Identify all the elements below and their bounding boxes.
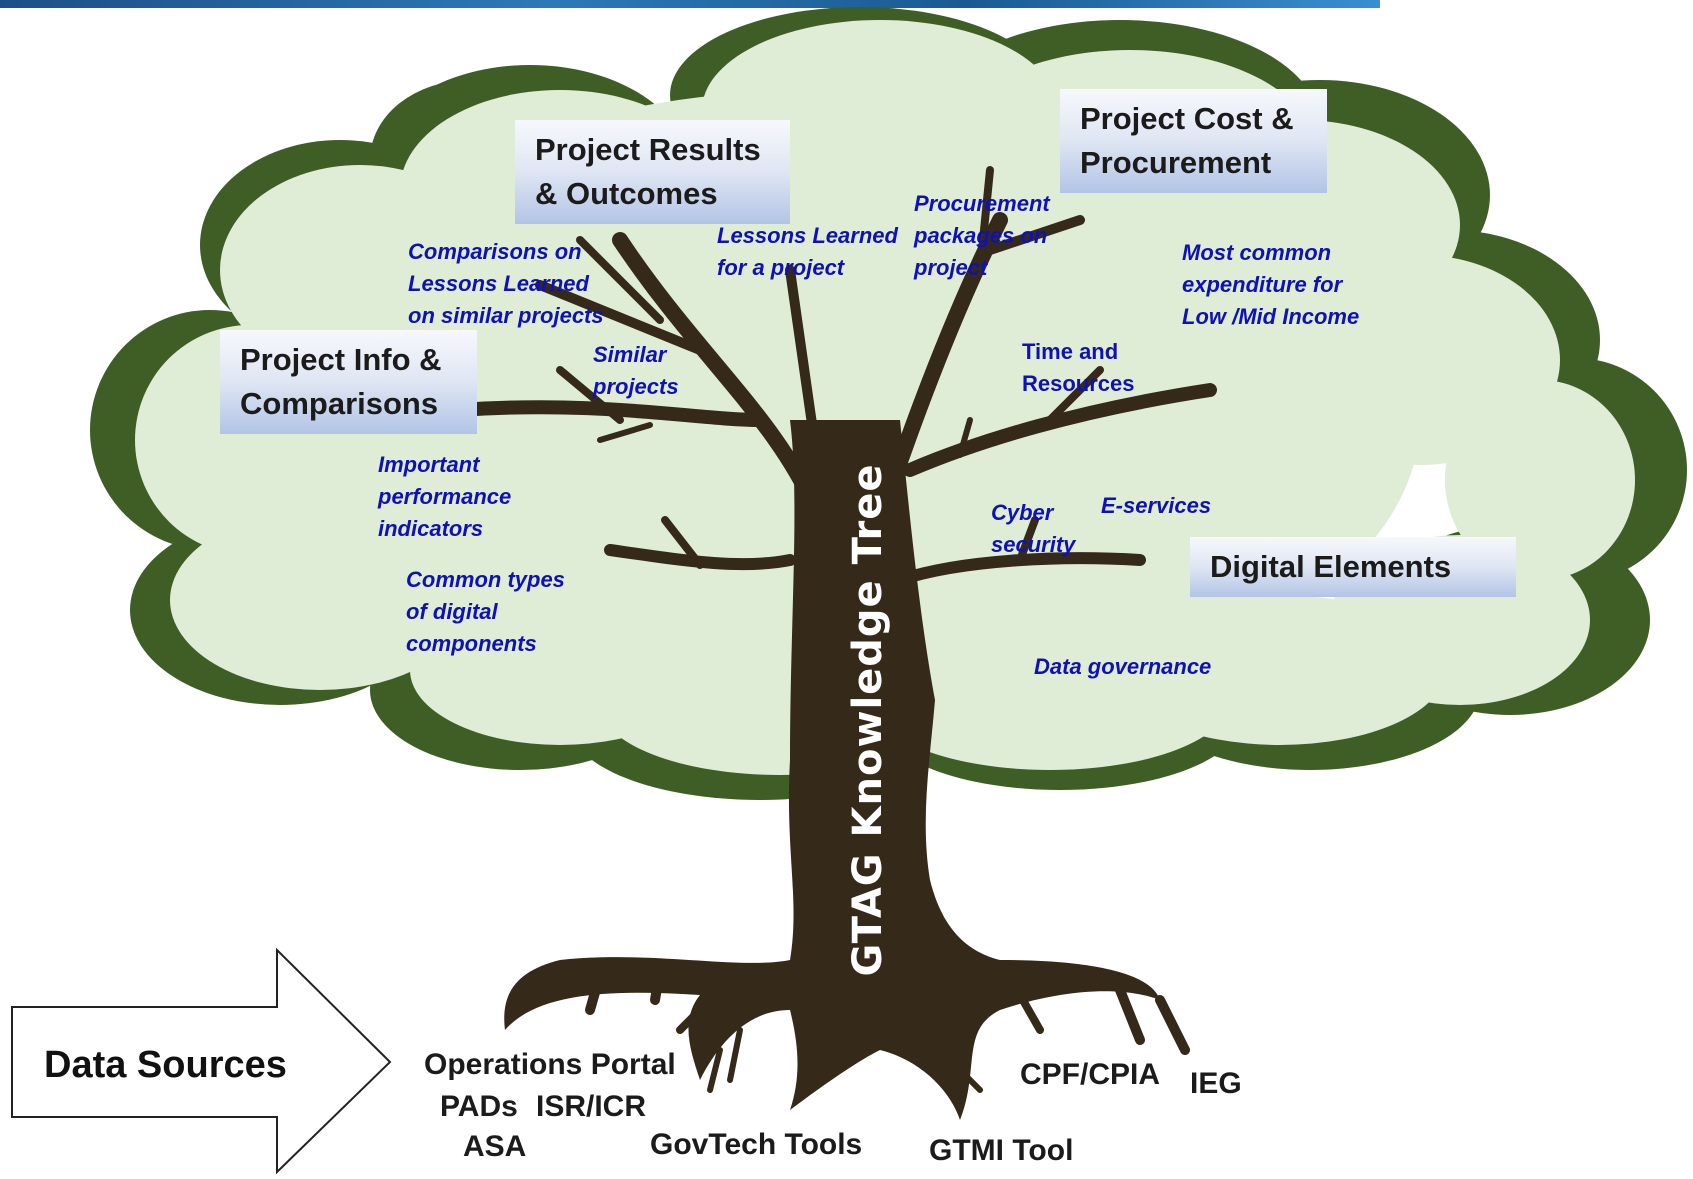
label-most-common-expenditure: Most common expenditure for Low /Mid Inc… <box>1182 237 1359 333</box>
category-info-line2: Comparisons <box>240 386 439 421</box>
category-digital-line1: Digital Elements <box>1210 549 1452 584</box>
label-line: Lessons Learned <box>408 271 589 296</box>
label-line: packages on <box>914 223 1048 248</box>
label-line: for a project <box>717 255 845 280</box>
source-gtmi-tool: GTMI Tool <box>929 1134 1074 1167</box>
label-line: Data governance <box>1034 654 1212 679</box>
label-line: indicators <box>378 516 484 541</box>
label-line: performance <box>378 484 512 509</box>
category-results-line1: Project Results <box>535 132 761 167</box>
header-banner <box>0 0 1380 8</box>
label-data-governance: Data governance <box>1034 651 1211 683</box>
source-operations-portal: Operations Portal <box>424 1048 676 1081</box>
label-performance-indicators: Important performance indicators <box>378 449 511 545</box>
data-sources-label: Data Sources <box>44 1044 287 1086</box>
data-sources-arrow <box>11 947 392 1175</box>
label-line: of digital <box>406 599 498 624</box>
label-procurement-packages: Procurement packages on project <box>914 188 1050 284</box>
label-line: Cyber <box>991 500 1054 525</box>
source-govtech-tools: GovTech Tools <box>650 1128 863 1161</box>
label-line: Lessons Learned <box>717 223 898 248</box>
source-isr-icr: ISR/ICR <box>536 1090 647 1123</box>
category-info-line1: Project Info & <box>240 342 442 377</box>
label-line: Most common <box>1182 240 1332 265</box>
label-line: Low /Mid Income <box>1182 304 1360 329</box>
category-cost-procurement: Project Cost & Procurement <box>1060 89 1327 193</box>
category-cost-line2: Procurement <box>1080 145 1272 180</box>
label-e-services: E-services <box>1101 490 1211 522</box>
trunk <box>504 420 1160 1120</box>
label-line: Similar <box>593 342 667 367</box>
label-line: Common types <box>406 567 565 592</box>
label-line: Important <box>378 452 480 477</box>
label-line: E-services <box>1101 493 1212 518</box>
label-line: Resources <box>1022 371 1135 396</box>
category-results-line2: & Outcomes <box>535 176 718 211</box>
category-cost-line1: Project Cost & <box>1080 101 1294 136</box>
label-line: security <box>991 532 1076 557</box>
label-line: Comparisons on <box>408 239 582 264</box>
label-comparisons-lessons: Comparisons on Lessons Learned on simila… <box>408 236 604 332</box>
label-common-types: Common types of digital components <box>406 564 565 660</box>
label-line: projects <box>593 374 679 399</box>
source-ieg: IEG <box>1190 1067 1242 1100</box>
category-digital-elements: Digital Elements <box>1190 537 1516 597</box>
source-asa: ASA <box>463 1130 527 1163</box>
label-line: project <box>914 255 988 280</box>
label-lessons-project: Lessons Learned for a project <box>717 220 898 284</box>
canopy-light-fill <box>135 20 1635 775</box>
label-line: expenditure for <box>1182 272 1343 297</box>
label-similar-projects: Similar projects <box>593 339 679 403</box>
source-pads: PADs <box>440 1090 518 1123</box>
label-line: on similar projects <box>408 303 604 328</box>
source-cpf-cpia: CPF/CPIA <box>1020 1058 1161 1091</box>
label-time-resources: Time and Resources <box>1022 336 1135 400</box>
label-line: Procurement <box>914 191 1050 216</box>
tree-title-text: GTAG Knowledge Tree <box>845 463 891 977</box>
category-info-comparisons: Project Info & Comparisons <box>220 330 477 434</box>
label-cyber-security: Cyber security <box>991 497 1075 561</box>
roots <box>585 965 1190 1093</box>
label-line: Time and <box>1022 339 1119 364</box>
category-results-outcomes: Project Results & Outcomes <box>515 120 790 224</box>
label-line: components <box>406 631 537 656</box>
